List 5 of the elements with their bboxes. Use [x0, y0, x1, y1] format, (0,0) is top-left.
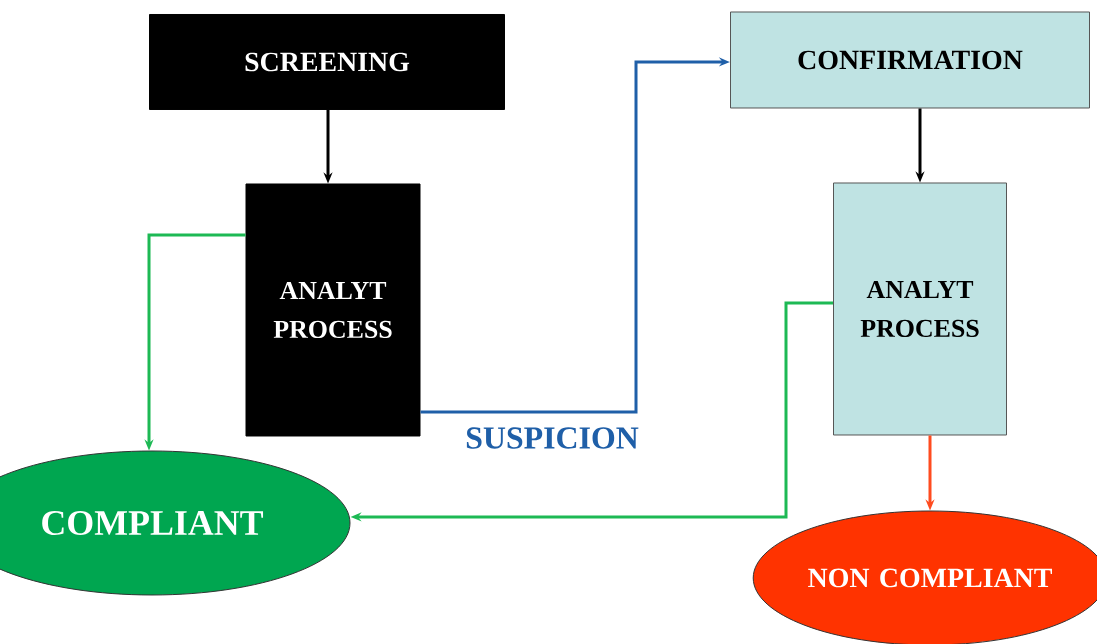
edge-label: SUSPICION: [464, 426, 640, 450]
process-box: ANALYT PROCESS: [833, 182, 1007, 436]
process-box: SCREENING: [149, 14, 505, 110]
process-box: ANALYT PROCESS: [245, 183, 421, 437]
process-box: CONFIRMATION: [730, 11, 1090, 109]
